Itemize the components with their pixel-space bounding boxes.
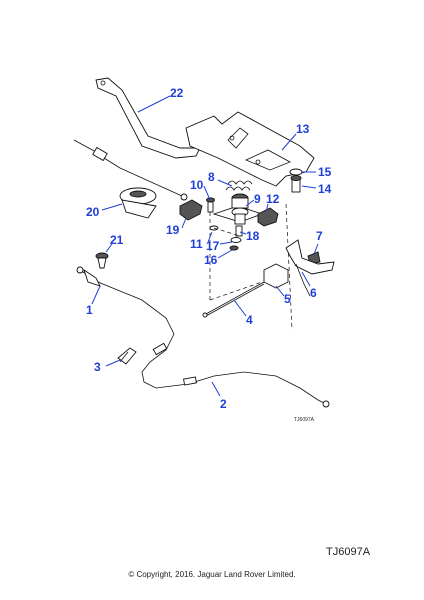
callout-21: 21 <box>110 233 124 247</box>
part-6-lever <box>285 239 335 297</box>
part-20-grommet <box>119 187 157 219</box>
part-22-bracket <box>95 77 201 159</box>
part-21-clip <box>95 252 109 269</box>
assembly-guides <box>209 203 293 331</box>
part-1-cable <box>76 266 330 408</box>
part-14-bolt <box>290 175 302 193</box>
callout-5: 5 <box>284 292 291 306</box>
callout-6: 6 <box>310 286 317 300</box>
callout-19: 19 <box>166 223 180 237</box>
callout-7: 7 <box>316 229 323 243</box>
part-15-washer <box>289 168 303 176</box>
part-17-washer <box>230 237 242 243</box>
part-16-nut <box>229 245 239 251</box>
callout-2: 2 <box>220 397 227 411</box>
callout-16: 16 <box>204 253 218 267</box>
callout-10: 10 <box>190 178 204 192</box>
part-4-rod <box>202 281 265 318</box>
part-18-bolt <box>235 225 243 237</box>
callout-22: 22 <box>170 86 184 100</box>
callout-20: 20 <box>86 205 100 219</box>
callout-14: 14 <box>318 182 332 196</box>
callout-8: 8 <box>208 170 215 184</box>
copyright-notice: © Copyright, 2016. Jaguar Land Rover Lim… <box>128 570 296 579</box>
part-5-block <box>263 263 289 289</box>
leader-lines <box>91 95 319 397</box>
upper-cable <box>73 139 188 201</box>
callout-12: 12 <box>266 192 280 206</box>
part-8-spring <box>225 180 253 191</box>
part-3-clip <box>117 347 137 365</box>
part-9-lever <box>212 193 264 225</box>
callout-13: 13 <box>296 122 310 136</box>
callout-4: 4 <box>246 313 253 327</box>
part-12-pad <box>257 207 279 227</box>
callout-15: 15 <box>318 165 332 179</box>
callout-9: 9 <box>254 192 261 206</box>
callout-3: 3 <box>94 360 101 374</box>
callout-1: 1 <box>86 303 93 317</box>
figure-ref-code: TJ6097A <box>326 546 371 558</box>
part-10-bolt <box>206 197 215 213</box>
callout-18: 18 <box>246 229 260 243</box>
callout-11: 11 <box>190 237 203 251</box>
part-19-pad <box>179 199 203 221</box>
inner-ref-code: TJ6097A <box>294 417 315 423</box>
callout-17: 17 <box>206 239 220 253</box>
